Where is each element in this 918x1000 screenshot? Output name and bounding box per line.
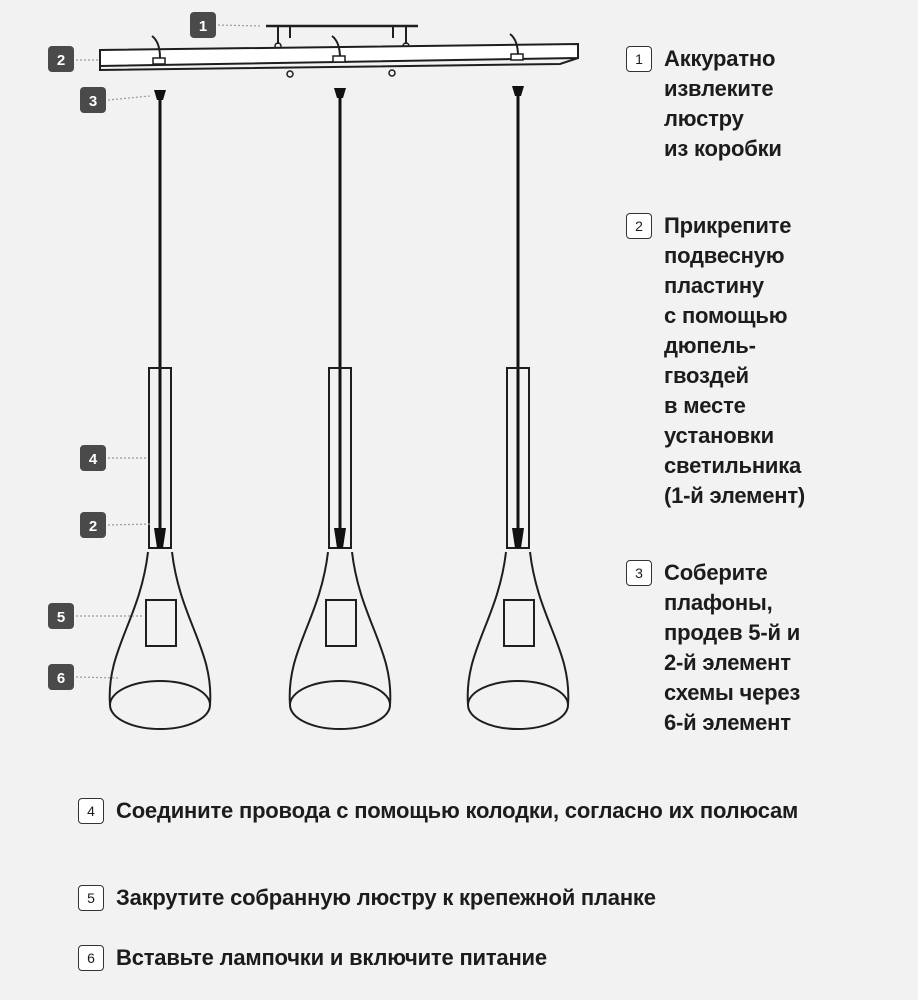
step-text: Аккуратно извлеките люстру из коробки — [664, 46, 782, 161]
step-text: Соедините провода с помощью колодки, сог… — [116, 798, 799, 823]
step-1: 1 Аккуратно извлеките люстру из коробки — [626, 44, 782, 164]
step-3: 3 Соберите плафоны, продев 5-й и 2-й эле… — [626, 558, 800, 738]
step-number: 5 — [78, 885, 104, 911]
svg-text:5: 5 — [57, 609, 65, 626]
callout-badge-1: 1 — [190, 12, 263, 38]
svg-text:4: 4 — [89, 451, 98, 468]
callout-badge-4: 4 — [80, 445, 148, 471]
step-4: 4 Соедините провода с помощью колодки, с… — [78, 796, 858, 826]
step-text: Закрутите собранную люстру к крепежной п… — [116, 885, 656, 910]
callout-badge-5: 5 — [48, 603, 144, 629]
step-5: 5 Закрутите собранную люстру к крепежной… — [78, 883, 858, 913]
step-text: Вставьте лампочки и включите питание — [116, 945, 547, 970]
step-number: 1 — [626, 46, 652, 72]
callout-badge-3: 3 — [80, 87, 151, 113]
step-2: 2 Прикрепите подвесную пластину с помощь… — [626, 211, 805, 511]
mounting-plate — [266, 24, 418, 50]
svg-text:6: 6 — [57, 670, 65, 687]
pendant-lamp-1 — [108, 35, 212, 730]
step-text: Прикрепите подвесную пластину с помощью … — [664, 213, 806, 508]
callout-badge-2-top: 2 — [48, 46, 98, 72]
step-number: 2 — [626, 213, 652, 239]
step-number: 4 — [78, 798, 104, 824]
svg-text:1: 1 — [199, 18, 207, 35]
step-number: 3 — [626, 560, 652, 586]
callout-badge-2-lower: 2 — [80, 512, 153, 538]
callout-badge-6: 6 — [48, 664, 119, 690]
pendant-lamp-3 — [466, 33, 570, 730]
svg-text:2: 2 — [57, 52, 65, 69]
svg-text:2: 2 — [89, 518, 97, 535]
step-6: 6 Вставьте лампочки и включите питание — [78, 943, 858, 973]
pendant-lamp-2 — [288, 35, 392, 730]
step-number: 6 — [78, 945, 104, 971]
step-text: Соберите плафоны, продев 5-й и 2-й элеме… — [664, 560, 801, 735]
svg-text:3: 3 — [89, 93, 97, 110]
